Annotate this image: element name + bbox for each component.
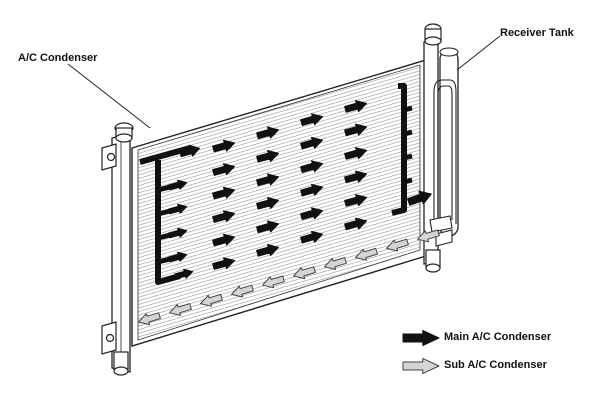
main-flow-arrow-icon [256,150,280,163]
receiver-tank-label: Receiver Tank [500,27,574,39]
main-flow-arrow-icon [256,244,280,257]
sub-flow-arrow-icon [293,266,316,280]
main-flow-arrow-icon [212,139,236,153]
receiver-leader-line [456,35,501,71]
main-branch-arrow-icon [168,227,188,239]
sub-flow-arrow-icon [231,284,254,298]
main-flow-arrow-icon [212,233,236,247]
main-flow-arrow-icon [256,197,280,210]
left-header-tank [101,122,134,376]
main-branch-arrow-icon [168,203,188,215]
legend-sub-arrow-icon [402,357,440,375]
main-inlet-arrow-icon [179,144,201,158]
legend-sub-label: Sub A/C Condenser [444,359,547,371]
sub-flow-arrow-icon [355,247,378,261]
receiver-tank [429,47,459,247]
main-flow-arrow-icon [344,217,368,231]
main-flow-arrow-icon [300,136,324,150]
main-flow-arrow-icon [300,183,324,197]
condenser-leader-line [67,63,151,129]
main-branch-arrow-icon [168,179,188,191]
condenser-core [131,59,427,347]
sub-flow-arrow-icon [262,275,285,289]
sub-flow-arrow-icon [138,312,161,326]
main-flow-arrow-icon [212,163,236,176]
sub-flow-arrow-icon [169,303,192,316]
main-branch-arrow-icon [174,268,194,280]
main-flow-arrow-icon [300,160,324,173]
main-flow-arrow-icon [300,207,324,220]
condenser-label: A/C Condenser [18,52,98,64]
main-flow-arrow-icon [300,230,324,244]
main-flow-arrow-icon [212,257,236,270]
main-flow-arrow-icon [256,126,280,140]
main-condenser-flow [139,83,432,285]
sub-flow-arrow-icon [386,238,409,252]
sub-condenser-flow [138,229,440,326]
main-flow-arrow-icon [344,147,368,160]
main-outlet-arrow-icon [407,190,432,206]
main-flow-arrow-icon [212,186,236,200]
main-flow-arrow-icon [212,210,236,223]
sub-flow-arrow-icon [200,293,223,307]
main-flow-arrow-icon [344,170,368,184]
sub-flow-arrow-icon [417,229,440,243]
legend-main-arrow-icon [402,329,440,347]
main-flow-arrow-icon [300,113,324,126]
main-flow-arrow-icon [344,123,368,137]
main-flow-arrow-icon [256,220,280,234]
sub-flow-arrow-icon [324,257,347,270]
main-flow-arrow-icon [256,173,280,187]
legend-main-label: Main A/C Condenser [444,331,552,343]
main-flow-arrow-icon [344,100,368,113]
main-flow-arrow-icon [344,194,368,207]
legend [402,329,440,375]
main-branch-arrow-icon [168,251,188,263]
